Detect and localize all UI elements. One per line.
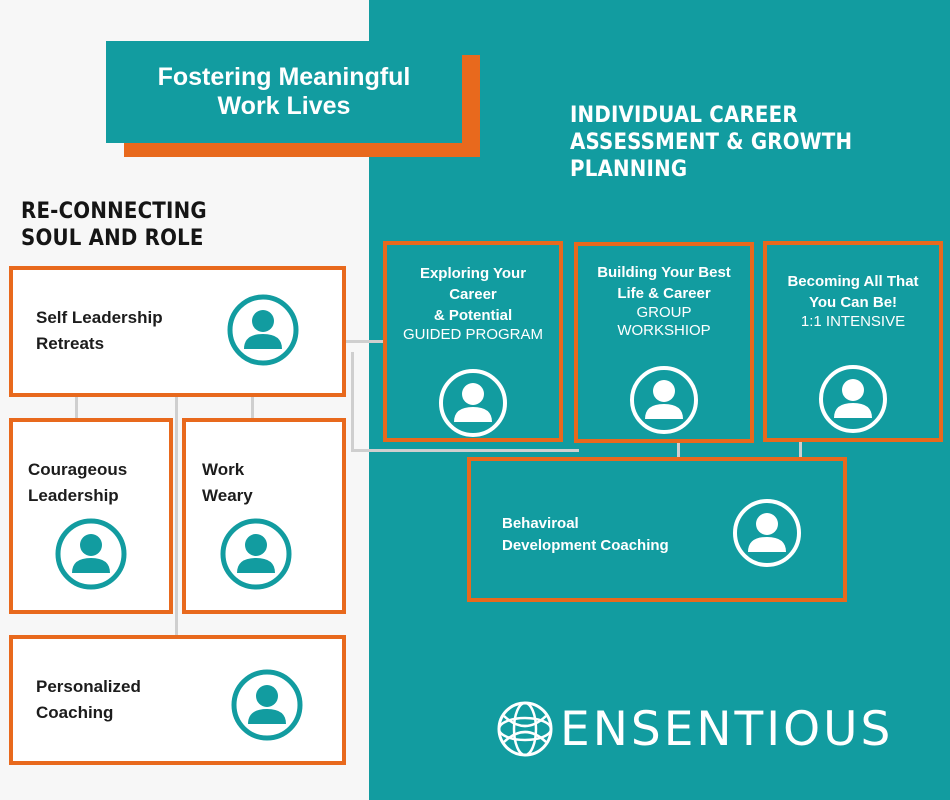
person-icon (733, 499, 801, 567)
card-subtitle: GUIDED PROGRAM (402, 326, 543, 343)
connector-line (799, 441, 802, 459)
card-title-line: You Can Be! (808, 294, 898, 311)
card-title-line: Life & Career (617, 285, 711, 302)
card-title: Becoming All That You Can Be! 1:1 INTENS… (767, 271, 939, 331)
connector-line (175, 395, 178, 638)
person-icon (55, 518, 127, 590)
card-label-line: Personalized (36, 677, 141, 696)
connector-line (351, 352, 354, 449)
card-label-line: Self Leadership (36, 308, 163, 327)
person-icon (227, 294, 299, 366)
card-title-line: Career (449, 286, 497, 303)
connector-line (344, 340, 386, 343)
card-label-line: Behaviroal (502, 515, 579, 532)
card-title-line: Building Your Best (597, 264, 731, 281)
connector-line (351, 449, 579, 452)
card-subtitle: GROUP (636, 304, 692, 321)
left-heading: RE-CONNECTING SOUL AND ROLE (21, 198, 251, 252)
person-icon (819, 365, 887, 433)
right-heading-line: ASSESSMENT & GROWTH (570, 130, 853, 155)
card-label-line: Retreats (36, 334, 105, 353)
person-icon (220, 518, 292, 590)
person-icon (630, 366, 698, 434)
card-label-line: Weary (202, 486, 253, 505)
card-personalized-coaching[interactable]: Personalized Coaching (9, 635, 346, 765)
card-subtitle: WORKSHIOP (617, 322, 711, 339)
connector-line (75, 395, 78, 420)
ensentious-logo-icon (497, 701, 553, 757)
card-label: Behaviroal Development Coaching (502, 513, 669, 557)
right-heading-line: PLANNING (570, 157, 688, 182)
person-icon (439, 369, 507, 437)
card-title-line: & Potential (433, 307, 513, 324)
brand-name: ENSENTIOUS (560, 701, 894, 757)
card-label-line: Work (202, 460, 245, 479)
person-icon (231, 669, 303, 741)
card-label: Personalized Coaching (36, 674, 141, 726)
card-subtitle: 1:1 INTENSIVE (800, 313, 906, 330)
left-heading-line: RE-CONNECTING (21, 199, 207, 224)
card-title: Building Your Best Life & Career GROUP W… (578, 262, 750, 340)
card-label-line: Development Coaching (502, 537, 669, 554)
connector-line (251, 395, 254, 420)
card-title-line: Becoming All That (787, 273, 919, 290)
card-behavioral-development-coaching[interactable]: Behaviroal Development Coaching (467, 457, 847, 602)
card-label-line: Courageous (28, 460, 128, 479)
card-exploring-your-career[interactable]: Exploring Your Career & Potential GUIDED… (383, 241, 563, 442)
left-heading-line: SOUL AND ROLE (21, 226, 204, 251)
page-title: Fostering Meaningful Work Lives (149, 63, 419, 121)
card-courageous-leadership[interactable]: Courageous Leadership (9, 418, 173, 614)
page-title-text: Fostering Meaningful Work Lives (157, 63, 411, 120)
card-self-leadership-retreats[interactable]: Self Leadership Retreats (9, 266, 346, 397)
card-becoming-all-that-you-can-be[interactable]: Becoming All That You Can Be! 1:1 INTENS… (763, 241, 943, 442)
connector-line (677, 442, 680, 459)
card-title-line: Exploring Your (419, 265, 527, 282)
card-label: Courageous Leadership (28, 457, 127, 509)
title-box: Fostering Meaningful Work Lives (106, 41, 462, 143)
brand-logo: ENSENTIOUS (496, 700, 893, 758)
card-label: Work Weary (202, 457, 253, 509)
card-label-line: Coaching (36, 703, 114, 722)
card-title: Exploring Your Career & Potential GUIDED… (387, 263, 559, 344)
card-work-weary[interactable]: Work Weary (182, 418, 346, 614)
card-label-line: Leadership (28, 486, 119, 505)
card-building-your-best-life[interactable]: Building Your Best Life & Career GROUP W… (574, 242, 754, 443)
right-heading-line: INDIVIDUAL CAREER (570, 103, 798, 128)
right-heading: INDIVIDUAL CAREER ASSESSMENT & GROWTH PL… (570, 102, 870, 183)
card-label: Self Leadership Retreats (36, 305, 163, 357)
